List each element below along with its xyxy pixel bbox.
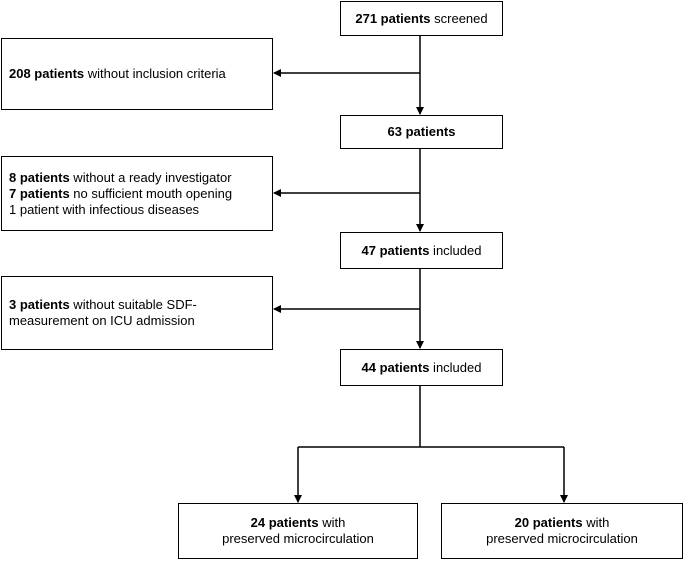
box-screened: 271 patients screened <box>340 1 503 36</box>
excl1-reason: without inclusion criteria <box>84 66 226 81</box>
groupA-count: 24 patients <box>250 515 319 530</box>
groupA-label-line2: preserved microcirculation <box>222 531 374 546</box>
n47-count: 47 patients <box>361 242 430 258</box>
box-exclusion-3: 3 patients without suitable SDF- measure… <box>1 276 273 350</box>
n63-count: 63 patients <box>387 124 456 139</box>
excl3-reason-1: without suitable SDF- <box>69 297 197 312</box>
box-group-b: 20 patients with preserved microcirculat… <box>441 503 683 559</box>
n44-label: included <box>429 359 482 375</box>
screened-count: 271 patients <box>355 10 431 26</box>
groupB-label-line2: preserved microcirculation <box>486 531 638 546</box>
excl3-reason-2: measurement on ICU admission <box>9 313 195 328</box>
n47-label: included <box>429 242 482 258</box>
box-group-a: 24 patients with preserved microcirculat… <box>178 503 418 559</box>
box-exclusion-2: 8 patients without a ready investigator … <box>1 156 273 231</box>
excl2-reason-3: 1 patient with infectious diseases <box>9 201 200 217</box>
excl1-count: 208 patients <box>9 66 85 81</box>
box-63-patients: 63 patients <box>340 115 503 149</box>
box-47-patients: 47 patients included <box>340 232 503 269</box>
excl3-count: 3 patients <box>9 297 70 312</box>
groupB-count: 20 patients <box>514 515 583 530</box>
groupA-label: with <box>318 515 346 530</box>
box-exclusion-1: 208 patients without inclusion criteria <box>1 38 273 110</box>
excl2-reason-1: without a ready investigator <box>69 169 232 185</box>
screened-label: screened <box>430 10 488 26</box>
groupB-label: with <box>582 515 610 530</box>
excl2-count-2: 7 patients <box>9 185 70 201</box>
excl2-reason-2: no sufficient mouth opening <box>69 185 233 201</box>
box-44-patients: 44 patients included <box>340 349 503 386</box>
n44-count: 44 patients <box>361 359 430 375</box>
excl2-count-1: 8 patients <box>9 169 70 185</box>
